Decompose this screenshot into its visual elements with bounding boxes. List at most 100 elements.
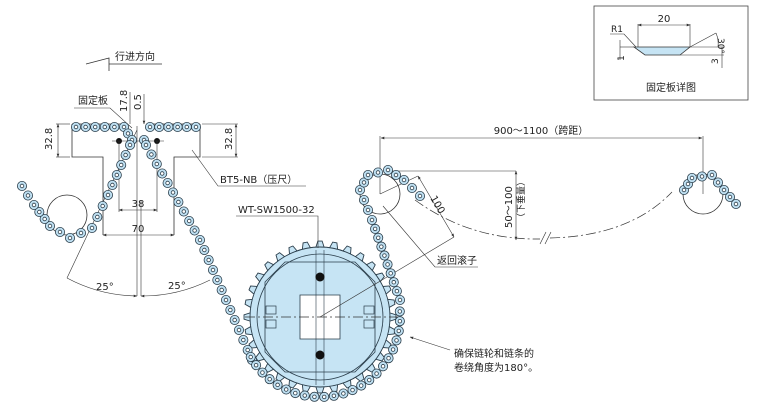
dim-70: 70 — [132, 224, 145, 235]
chain-link — [388, 344, 399, 355]
chain-link — [140, 139, 151, 150]
chain-link — [379, 250, 390, 261]
dim-0-5: 0.5 — [133, 94, 144, 110]
chain-link — [154, 122, 165, 133]
sag-label: （下垂量） — [515, 177, 527, 222]
chain-link — [390, 169, 401, 180]
chain-link — [414, 190, 425, 201]
chain-link — [290, 388, 301, 399]
fixed-plate-label: 固定板 — [78, 94, 108, 107]
chain-link — [370, 223, 381, 234]
dim-100: 100 — [427, 194, 446, 216]
conveyor-chain — [16, 122, 742, 402]
fixed-plate-detail-box: 20 R1 1 30° 3 固定板详图 — [593, 5, 749, 101]
angle-left-text: 25° — [96, 282, 114, 293]
chain-link — [45, 220, 56, 231]
chain-link — [398, 174, 409, 185]
chain-link — [394, 316, 405, 327]
chain-link — [71, 122, 82, 133]
chain-link — [216, 284, 227, 295]
chain-link — [319, 391, 330, 402]
chain-link — [99, 122, 110, 133]
chain-link — [90, 122, 101, 133]
chain-link — [388, 277, 399, 288]
chain-link — [22, 190, 33, 201]
chain-link — [207, 264, 218, 275]
chain-link — [220, 294, 231, 305]
chain-link — [281, 384, 292, 395]
chain-link — [382, 259, 393, 270]
chain-link — [172, 122, 183, 133]
travel-direction-label: 行进方向 — [115, 50, 155, 63]
sprocket-model-label: WT-SW1500-32 — [238, 205, 315, 216]
dim-32-8-right: 32.8 — [224, 128, 235, 150]
chain-link — [111, 169, 122, 180]
chain-link — [151, 158, 162, 169]
detail-depth-text: 3 — [711, 58, 721, 64]
angle-right-text: 25° — [168, 281, 186, 292]
chain-link — [103, 189, 114, 200]
chain-link — [713, 177, 724, 188]
wrap-note-line2: 卷绕角度为180°。 — [454, 361, 538, 374]
chain-link — [34, 206, 45, 217]
chain-link — [28, 199, 39, 210]
chain-link — [358, 194, 369, 205]
chain-link — [157, 168, 168, 179]
chain-link — [116, 159, 127, 170]
chain-link — [328, 390, 339, 401]
chain-link — [238, 334, 249, 345]
chain-link — [362, 169, 373, 180]
chain-link — [719, 184, 730, 195]
travel-direction-indicator: 行进方向 — [85, 50, 162, 71]
chain-link — [189, 225, 200, 236]
detail-title: 固定板详图 — [646, 81, 696, 94]
chain-link — [245, 351, 256, 362]
detail-thickness-text: 1 — [617, 55, 627, 61]
chain-link — [376, 241, 387, 252]
direction-arrow-icon — [85, 57, 110, 71]
chain-link — [406, 182, 417, 193]
chain-link — [212, 274, 223, 285]
chain-link — [167, 187, 178, 198]
chain-link — [181, 122, 192, 133]
return-roller-label: 返回滚子 — [437, 254, 477, 267]
chain-link — [347, 385, 358, 396]
chain-link — [173, 196, 184, 207]
return-section: 900～1100（跨距） 50～100 （下垂量） 100 返回滚子 确保链轮和… — [319, 125, 724, 374]
chain-link — [385, 268, 396, 279]
chain-link — [162, 177, 173, 188]
chain-link — [272, 379, 283, 390]
chain-link — [184, 215, 195, 226]
chain-link — [87, 222, 98, 233]
chain-link — [391, 286, 402, 297]
chain-link — [120, 149, 131, 160]
sag-value: 50～100 — [504, 186, 515, 228]
span-label: 900～1100（跨距） — [494, 125, 589, 137]
detail-radius-text: R1 — [611, 25, 623, 35]
hold-down-rail-label: BT5-NB（压尺） — [220, 174, 297, 186]
chain-link — [109, 122, 120, 133]
chain-link — [178, 206, 189, 217]
chain-link — [364, 375, 375, 386]
chain-link — [194, 234, 205, 245]
chain-link — [354, 184, 365, 195]
detail-angle-text: 30° — [715, 38, 725, 54]
chain-link — [233, 324, 244, 335]
chain-link — [190, 122, 201, 133]
chain-link — [725, 191, 736, 202]
chain-link — [687, 172, 698, 183]
chain-link — [383, 353, 394, 364]
chain-link — [92, 211, 103, 222]
chain-link — [707, 169, 718, 180]
chain-link — [203, 254, 214, 265]
chain-link — [697, 171, 708, 182]
chain-link — [225, 304, 236, 315]
chain-link — [125, 139, 136, 150]
dim-38: 38 — [132, 199, 145, 210]
chain-link — [356, 380, 367, 391]
chain-link — [97, 200, 108, 211]
chain-link — [394, 294, 405, 305]
chain-link — [373, 232, 384, 243]
chain-link — [229, 314, 240, 325]
dim-17-8: 17.8 — [119, 90, 130, 112]
